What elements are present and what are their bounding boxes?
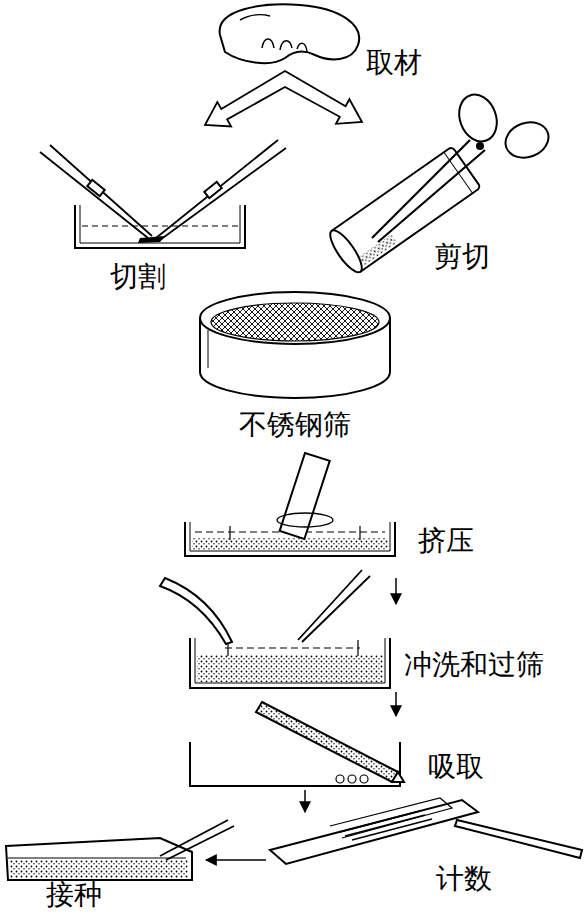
- pipette: [256, 702, 398, 782]
- step-label: 不锈钢筛: [239, 410, 351, 441]
- bubble: [360, 775, 368, 783]
- aspirate-dish: [190, 702, 404, 786]
- step-arrow: [206, 859, 266, 861]
- step-label: 剪切: [434, 242, 490, 273]
- kidney-hilum: [240, 15, 307, 52]
- sieve-posts: [228, 640, 358, 656]
- rinse-dish: [160, 570, 390, 688]
- step-label: 吸取: [428, 752, 484, 783]
- tweezer-right: [156, 140, 286, 240]
- cell-suspension: [192, 538, 388, 550]
- sieve-band: [208, 330, 209, 368]
- dish-inner: [195, 638, 385, 683]
- steel-sieve: [200, 292, 390, 398]
- step-label: 取材: [366, 48, 422, 79]
- sieve-rim: [200, 292, 390, 344]
- pipette: [160, 578, 232, 644]
- culture-flask: [6, 820, 234, 880]
- pipette-tip: [392, 772, 404, 782]
- bubble: [336, 775, 344, 783]
- bubble: [348, 775, 356, 783]
- kidney-outline: [220, 4, 360, 63]
- flask-floor: [8, 858, 186, 859]
- dish-wall: [190, 638, 390, 688]
- step-arrow: [304, 790, 306, 812]
- tube-mouth: [325, 226, 367, 276]
- step-arrow: [395, 578, 397, 604]
- flask-body: [6, 838, 192, 880]
- tweezer-right-grip: [204, 182, 221, 198]
- mincing-tube: [325, 89, 553, 276]
- step-arrow: [395, 692, 397, 716]
- medium: [10, 860, 188, 878]
- split-arrow: [205, 71, 362, 126]
- step-label: 计数: [436, 864, 492, 895]
- kidney: [220, 4, 360, 63]
- sieve-mesh: [211, 303, 379, 341]
- sieve-line: [225, 647, 360, 648]
- scissor-pivot: [477, 143, 483, 149]
- tweezer-left-grip: [87, 180, 104, 196]
- loading-pipette: [455, 820, 582, 858]
- pressing-dish: [185, 453, 395, 556]
- rotation-mark: [277, 513, 333, 527]
- counting-chamber: [270, 798, 582, 864]
- step-label: 接种: [46, 880, 102, 911]
- dish-inner: [80, 205, 240, 243]
- liquid-line: [82, 225, 238, 226]
- tweezers: [298, 570, 370, 642]
- step-label: 切割: [110, 262, 166, 293]
- step-label: 冲洗和过筛: [404, 650, 544, 681]
- coverslip: [330, 798, 452, 838]
- dish-wall: [75, 205, 245, 248]
- step-label: 挤压: [418, 526, 474, 557]
- scissor-loop: [453, 89, 503, 146]
- seeding-pipette: [160, 820, 234, 860]
- cell-suspension: [197, 655, 383, 682]
- cutting-dish: [40, 140, 286, 248]
- scissor-blades: [372, 140, 485, 242]
- tissue-in-tube: [359, 234, 398, 265]
- scissor-loop: [501, 117, 554, 164]
- tweezer-left: [40, 145, 152, 238]
